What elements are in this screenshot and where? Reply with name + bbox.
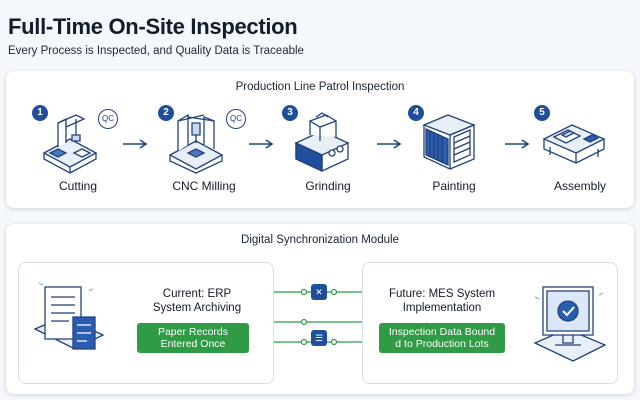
page-title: Full-Time On-Site Inspection [8, 14, 298, 39]
current-badge-line2: Entered Once [160, 338, 226, 350]
painting-booth-icon [422, 114, 476, 171]
patrol-heading: Production Line Patrol Inspection [235, 81, 405, 93]
future-badge-line2: d to Production Lots [395, 338, 489, 350]
current-badge: Paper Records Entered Once [137, 323, 249, 353]
patrol-panel: Production Line Patrol Inspection 1 QC C… [6, 71, 634, 208]
current-title-line1: Current: ERP [162, 288, 232, 300]
arrow-right-icon [249, 139, 274, 149]
step-number: 2 [158, 105, 174, 121]
step-number: 1 [32, 105, 48, 121]
step-number: 5 [534, 105, 550, 121]
qc-badge: QC [226, 109, 246, 129]
step-number: 3 [282, 105, 298, 121]
step-assembly: 5 Assembly [528, 105, 632, 199]
step-cnc-milling: 2 QC CNC Milling [152, 105, 256, 199]
future-badge: Inspection Data Bound d to Production Lo… [379, 323, 505, 353]
step-grinding: 3 Grinding [276, 105, 380, 199]
step-label: Assembly [553, 179, 606, 193]
sync-heading: Digital Synchronization Module [241, 234, 399, 246]
qc-badge: QC [98, 109, 118, 129]
current-badge-line1: Paper Records [157, 326, 229, 338]
document-stack-icon [33, 282, 105, 350]
list-icon: ☰ [311, 330, 327, 346]
step-label: Painting [432, 179, 476, 193]
current-erp-card: Current: ERP System Archiving Paper Reco… [18, 262, 274, 384]
current-title-line2: System Archiving [152, 302, 242, 314]
future-title-line1: Future: MES System [388, 288, 496, 300]
monitor-check-icon [533, 286, 607, 362]
step-label: CNC Milling [172, 179, 236, 193]
step-painting: 4 Painting [402, 105, 506, 199]
cnc-milling-icon [168, 113, 224, 174]
page-subtitle: Every Process is Inspected, and Quality … [8, 45, 304, 57]
future-badge-line1: Inspection Data Bound [388, 326, 496, 338]
arrow-right-icon [377, 139, 402, 149]
future-mes-card: Future: MES System Implementation Inspec… [362, 262, 618, 384]
future-title: Future: MES System Implementation [367, 287, 517, 315]
step-cutting: 1 QC Cutting [26, 105, 130, 199]
step-number: 4 [408, 105, 424, 121]
future-title-line2: Implementation [402, 302, 482, 314]
step-label: Grinding [305, 179, 351, 193]
current-title: Current: ERP System Archiving [127, 287, 267, 315]
sync-tools-icon: ✕ [311, 284, 327, 300]
assembly-station-icon [542, 124, 606, 164]
arrow-right-icon [123, 139, 148, 149]
sync-panel: Digital Synchronization Module ✕ ☰ [6, 224, 634, 394]
arrow-right-icon [505, 139, 530, 149]
step-label: Cutting [58, 179, 98, 193]
grinding-machine-icon [294, 112, 350, 173]
cutting-machine-icon [42, 114, 98, 174]
